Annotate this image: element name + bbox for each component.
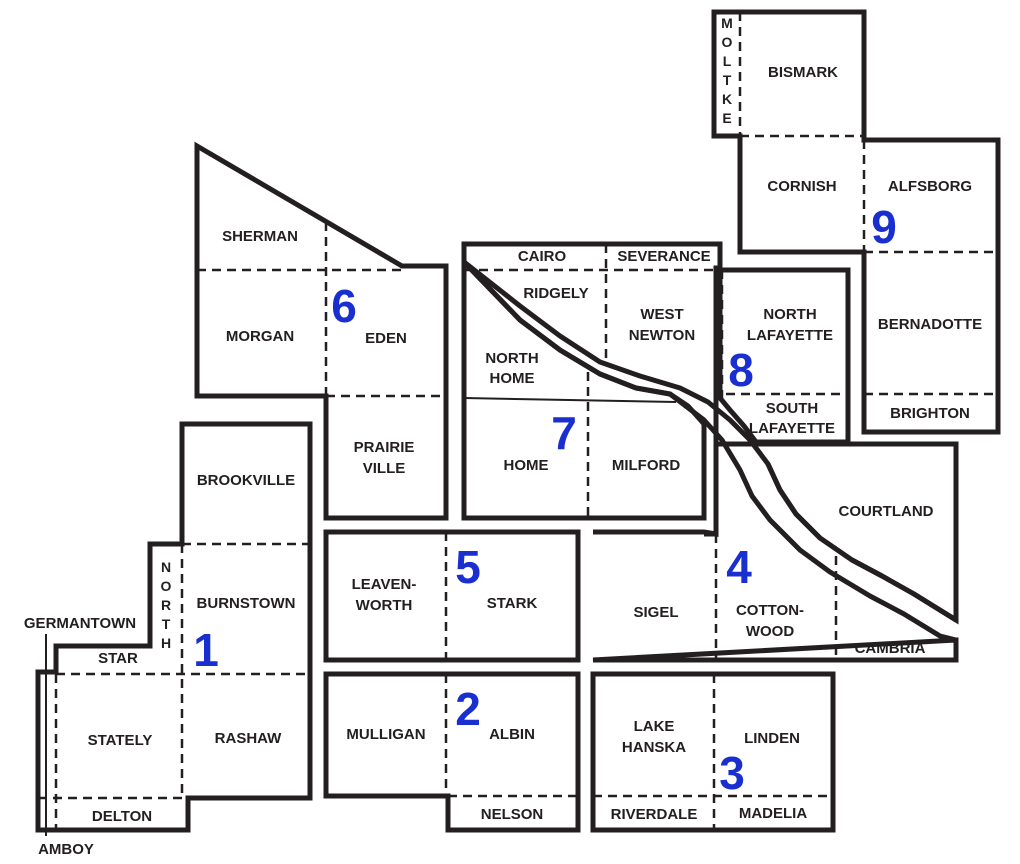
township-label-germantown: GERMANTOWN (24, 615, 136, 632)
district-number-4: 4 (726, 541, 752, 593)
township-label-star: STAR (98, 650, 138, 667)
township-label-prairie-ville-line1: PRAIRIE (354, 439, 415, 456)
township-label-mulligan: MULLIGAN (346, 726, 425, 743)
township-label-delton: DELTON (92, 808, 152, 825)
township-label-lake-hanska-line1: LAKE (634, 718, 675, 735)
township-label-bismark: BISMARK (768, 64, 838, 81)
township-label-sherman: SHERMAN (222, 228, 298, 245)
district-number-8: 8 (728, 344, 754, 396)
district-5-boundary (323, 529, 581, 663)
township-label-north-lafayette-line2: LAFAYETTE (747, 327, 833, 344)
township-label-brighton: BRIGHTON (890, 405, 970, 422)
township-label-riverdale: RIVERDALE (611, 806, 698, 823)
township-label-morgan: MORGAN (226, 328, 294, 345)
township-label-stately: STATELY (88, 732, 153, 749)
district-number-2: 2 (455, 683, 481, 735)
township-label-leavenworth-line2: WORTH (356, 597, 413, 614)
township-label-linden: LINDEN (744, 730, 800, 747)
township-label-leavenworth-line1: LEAVEN- (352, 576, 417, 593)
township-label-cottonwood-line1: COTTON- (736, 602, 804, 619)
township-label-lake-hanska-line2: HANSKA (622, 739, 686, 756)
district-7-divider (463, 397, 677, 403)
township-label-madelia: MADELIA (739, 805, 807, 822)
district-4 (592, 441, 959, 663)
township-label-west-newton-line2: NEWTON (629, 327, 695, 344)
township-label-nelson: NELSON (481, 806, 544, 823)
township-label-south-lafayette-line2: LAFAYETTE (749, 420, 835, 437)
district-2-boundary (323, 671, 581, 833)
district-number-5: 5 (455, 541, 481, 593)
township-label-rashaw: RASHAW (215, 730, 283, 747)
township-label-stark: STARK (487, 595, 538, 612)
township-label-north-home-line2: HOME (490, 370, 535, 387)
township-label-home: HOME (504, 457, 549, 474)
township-label-ridgely: RIDGELY (523, 285, 588, 302)
district-number-9: 9 (871, 201, 897, 253)
township-label-bernadotte: BERNADOTTE (878, 316, 982, 333)
township-label-cornish: CORNISH (767, 178, 836, 195)
district-number-6: 6 (331, 280, 357, 332)
township-label-cambria: CAMBRIA (855, 640, 926, 657)
district-8-boundary (717, 267, 851, 445)
district-3 (590, 671, 836, 833)
township-label-prairie-ville-line2: VILLE (363, 460, 406, 477)
township-label-sigel: SIGEL (633, 604, 678, 621)
district-9 (711, 9, 1001, 435)
township-label-courtland: COURTLAND (839, 503, 934, 520)
township-label-south-lafayette-line1: SOUTH (766, 400, 819, 417)
township-label-brookville: BROOKVILLE (197, 472, 295, 489)
district-number-1: 1 (193, 624, 219, 676)
township-label-north-lafayette-line1: NORTH (763, 306, 816, 323)
township-label-burnstown: BURNSTOWN (197, 595, 296, 612)
district-6 (194, 141, 449, 521)
district-8 (717, 267, 851, 445)
township-label-cottonwood-line2: WOOD (746, 623, 794, 640)
township-label-amboy: AMBOY (38, 841, 94, 858)
township-label-albin: ALBIN (489, 726, 535, 743)
district-9-boundary (711, 9, 1001, 435)
township-label-milford: MILFORD (612, 457, 680, 474)
district-5 (323, 529, 581, 663)
district-numbers: 9 6 7 8 4 5 2 3 1 (193, 201, 897, 799)
township-label-severance: SEVERANCE (617, 248, 710, 265)
district-number-7: 7 (551, 407, 577, 459)
township-label-west-newton-line1: WEST (640, 306, 683, 323)
district-number-3: 3 (719, 747, 745, 799)
township-label-north-home-line1: NORTH (485, 350, 538, 367)
river-lower-bank (462, 260, 957, 643)
township-label-eden: EDEN (365, 330, 407, 347)
district-2 (323, 671, 581, 833)
district-6-boundary (194, 141, 449, 521)
township-label-alfsborg: ALFSBORG (888, 178, 972, 195)
district-1 (35, 421, 313, 836)
district-1-boundary (35, 421, 313, 833)
township-label-cairo: CAIRO (518, 248, 567, 265)
